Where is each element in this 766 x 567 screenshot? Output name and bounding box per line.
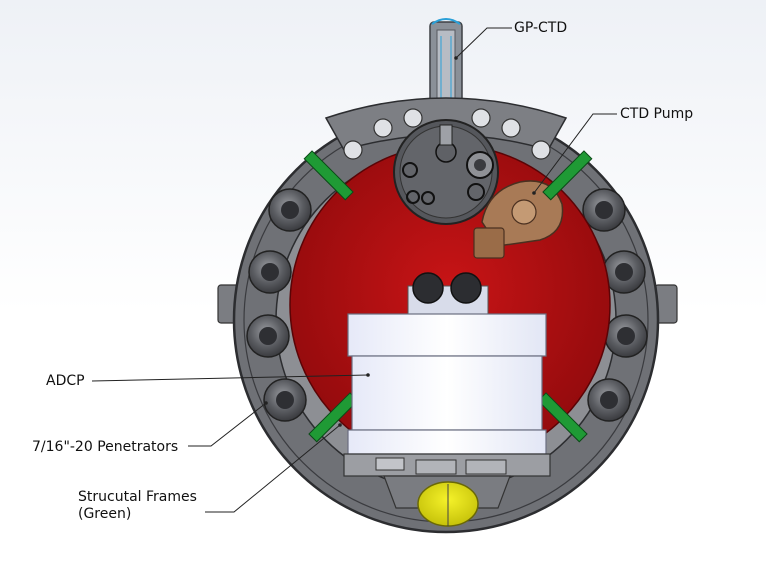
label-frames-line2: (Green) bbox=[78, 506, 132, 522]
yellow-float bbox=[417, 481, 479, 527]
leader-dots bbox=[264, 56, 536, 427]
leader-lines bbox=[91, 27, 617, 513]
label-adcp: ADCP bbox=[46, 373, 85, 389]
adcp-connectors bbox=[407, 272, 489, 317]
leader-adcp bbox=[91, 374, 369, 382]
leader-gp-ctd bbox=[455, 27, 512, 59]
label-ctd-pump: CTD Pump bbox=[620, 106, 694, 122]
penetrator-ports bbox=[246, 188, 648, 422]
label-penetrators: 7/16"-20 Penetrators bbox=[32, 439, 179, 455]
label-gp-ctd: GP-CTD bbox=[514, 20, 568, 36]
flange-bolts bbox=[343, 108, 551, 160]
leader-frames bbox=[205, 424, 341, 513]
label-frames-line1: Strucutal Frames bbox=[78, 489, 197, 505]
leader-penetrators bbox=[188, 402, 267, 447]
ctd-sensor-head bbox=[393, 119, 499, 225]
leader-ctd-pump bbox=[533, 113, 617, 194]
adcp-body bbox=[347, 313, 547, 455]
structural-frames bbox=[303, 150, 593, 443]
